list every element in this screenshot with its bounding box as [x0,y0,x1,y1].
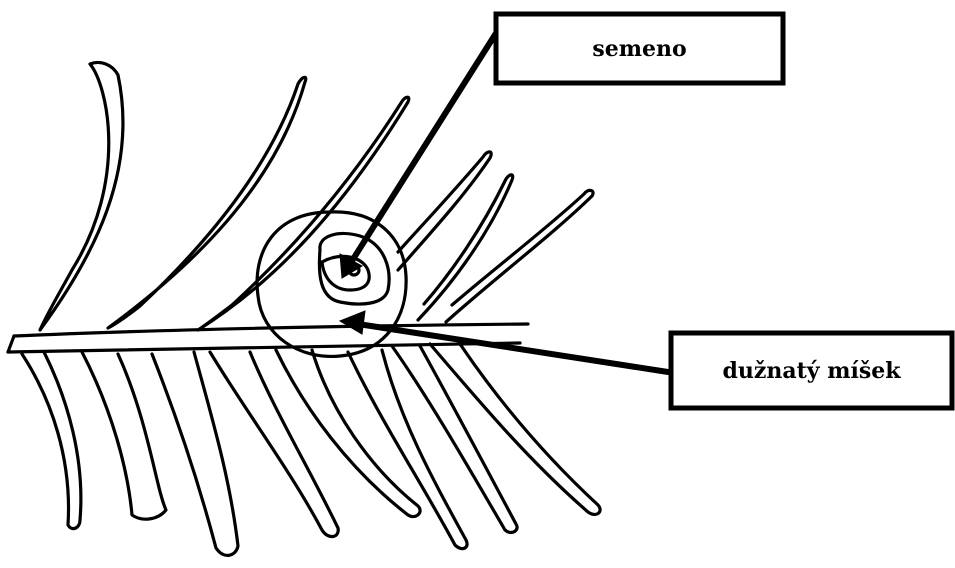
aril-label: dužnatý míšek [671,333,952,408]
upper-needles [40,62,593,330]
aril-label-text: dužnatý míšek [723,358,902,384]
needle [348,350,467,549]
seed-label-text: semeno [592,36,686,62]
needle [276,350,420,517]
needle [22,352,81,529]
needle [210,352,338,537]
seed-label: semeno [496,14,783,83]
needle [430,344,600,514]
aril [257,212,406,357]
needle [152,352,238,555]
needle [82,352,166,519]
lower-needles [22,344,600,555]
needle [198,97,409,330]
aril-arrow [340,311,668,372]
needle [418,175,513,320]
seed-arrow [340,30,498,278]
needle [40,62,123,330]
needle [108,77,306,328]
